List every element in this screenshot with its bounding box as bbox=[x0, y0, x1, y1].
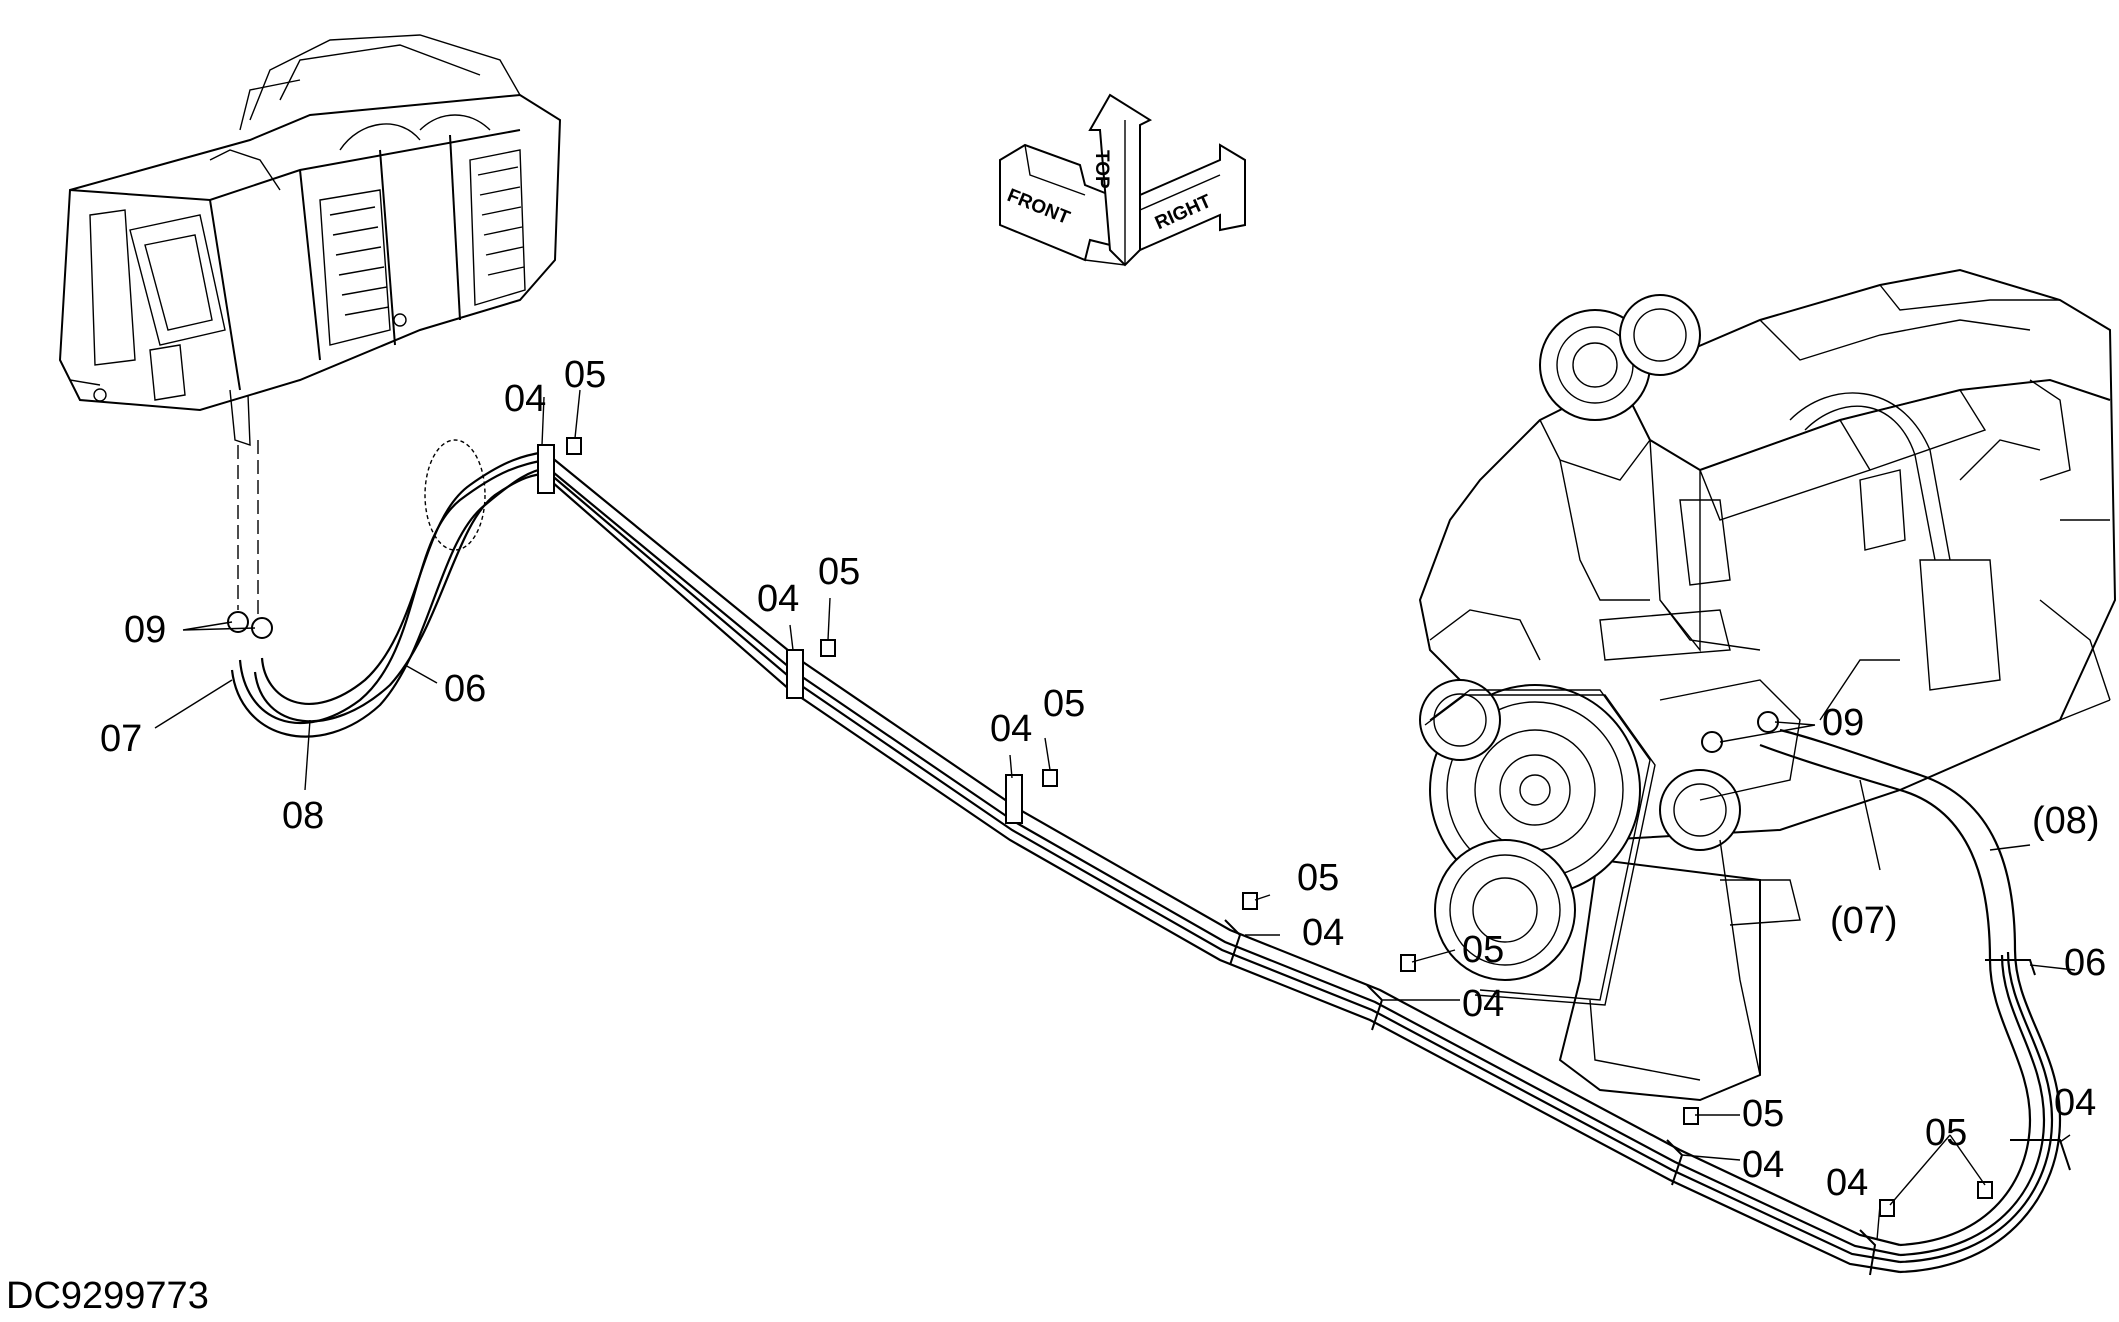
callout-05-e: 05 bbox=[1462, 929, 1505, 971]
callout-06-left: 06 bbox=[444, 668, 487, 710]
callout-05-b: 05 bbox=[818, 551, 861, 593]
callout-05-f: 05 bbox=[1742, 1093, 1785, 1135]
callout-07-left: 07 bbox=[100, 718, 143, 760]
callout-09-right: 09 bbox=[1822, 702, 1865, 744]
engine-assembly bbox=[1418, 268, 2117, 1102]
callout-04-f: 04 bbox=[1742, 1144, 1785, 1186]
callout-05-g: 05 bbox=[1925, 1112, 1968, 1154]
orientation-symbol bbox=[999, 93, 1246, 267]
heater-hose-run bbox=[230, 439, 2062, 1274]
callout-05-c: 05 bbox=[1043, 683, 1086, 725]
orientation-front-label: FRONT bbox=[1004, 185, 1073, 229]
leader-lines bbox=[154, 389, 2076, 1241]
orientation-right-label: RIGHT bbox=[1152, 190, 1215, 235]
air-conditioner-unit bbox=[58, 34, 562, 615]
callout-04-a: 04 bbox=[504, 378, 547, 420]
callout-07-ref: (07) bbox=[1830, 900, 1898, 942]
callout-08-ref: (08) bbox=[2032, 800, 2100, 842]
callout-04-c: 04 bbox=[990, 708, 1033, 750]
callout-04-h: 04 bbox=[2054, 1082, 2097, 1124]
clamps-and-bolts bbox=[227, 437, 2071, 1276]
callout-09-left: 09 bbox=[124, 609, 167, 651]
callout-04-b: 04 bbox=[757, 578, 800, 620]
callout-05-a: 05 bbox=[564, 354, 607, 396]
callout-05-d: 05 bbox=[1297, 857, 1340, 899]
drawing-id: DC9299773 bbox=[6, 1275, 209, 1317]
callout-04-e: 04 bbox=[1462, 983, 1505, 1025]
callout-04-g: 04 bbox=[1826, 1162, 1869, 1204]
callout-08-left: 08 bbox=[282, 795, 325, 837]
orientation-top-label: TOP bbox=[1091, 150, 1112, 189]
callout-06-right: 06 bbox=[2064, 942, 2107, 984]
callout-04-d: 04 bbox=[1302, 912, 1345, 954]
